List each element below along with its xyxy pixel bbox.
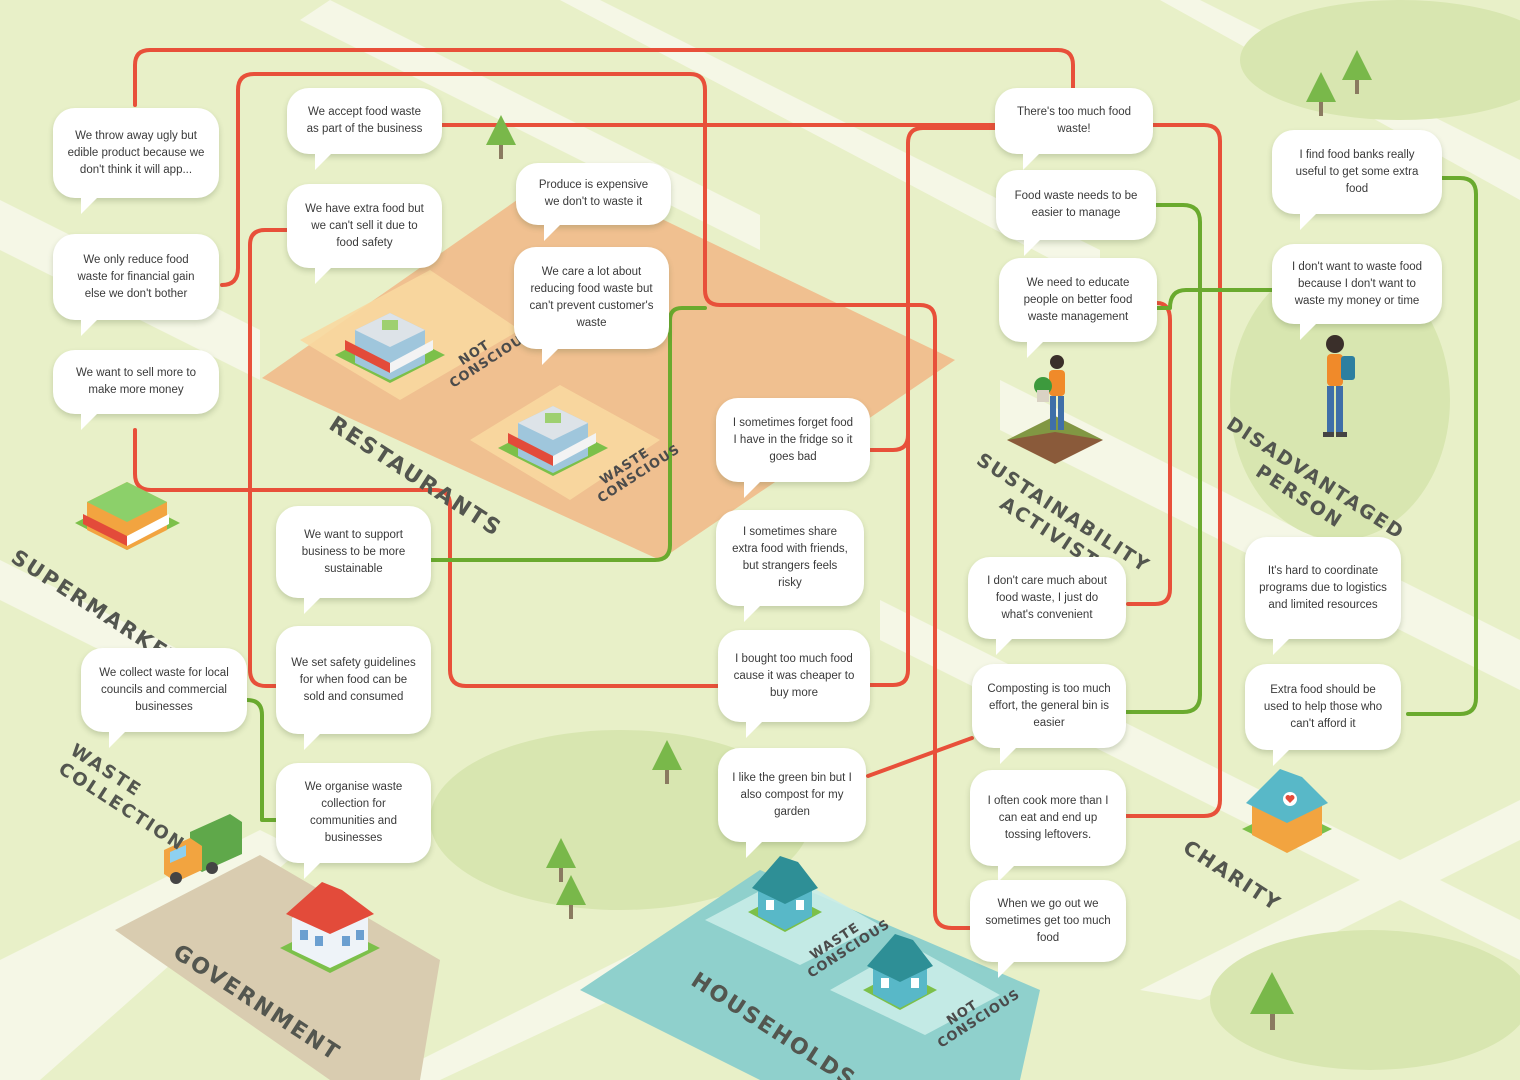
bubble-ugly-product: We throw away ugly but edible product be… <box>53 108 219 214</box>
bubble-sell-more: We want to sell more to make more money <box>53 350 219 430</box>
bubble-hard-coordinate: It's hard to coordinate programs due to … <box>1245 537 1401 655</box>
bubble-composting-effort: Composting is too much effort, the gener… <box>972 664 1126 764</box>
link-red <box>866 736 974 778</box>
bubble-financial-gain: We only reduce food waste for financial … <box>53 234 219 336</box>
charity-house-icon <box>1242 769 1332 853</box>
bubble-green-bin: I like the green bin but I also compost … <box>718 748 866 858</box>
link-green <box>245 698 278 822</box>
tree-icon <box>546 838 576 882</box>
bubble-educate-people: We need to educate people on better food… <box>999 258 1157 358</box>
bubble-go-out: When we go out we sometimes get too much… <box>970 880 1126 978</box>
link-green <box>428 306 707 562</box>
tree-icon <box>1342 50 1372 94</box>
link-red <box>868 126 997 452</box>
bubble-bought-cheaper: I bought too much food cause it was chea… <box>718 630 870 738</box>
bubble-produce-expensive: Produce is expensive we don't to waste i… <box>516 163 671 241</box>
link-red <box>248 228 292 688</box>
link-green <box>1124 203 1202 714</box>
link-green <box>1155 288 1274 310</box>
garbage-truck-icon <box>164 814 242 884</box>
bubble-dont-care: I don't care much about food waste, I ju… <box>968 557 1126 655</box>
link-red <box>1124 123 1222 818</box>
tree-icon <box>556 875 586 919</box>
bubble-organise-waste: We organise waste collection for communi… <box>276 763 431 879</box>
link-red <box>133 428 720 688</box>
government-house-icon <box>280 882 380 973</box>
bubble-food-banks: I find food banks really useful to get s… <box>1272 130 1442 230</box>
bubble-safety-guidelines: We set safety guidelines for when food c… <box>276 626 431 750</box>
activist-person-icon <box>1007 355 1103 464</box>
tree-icon <box>486 115 516 159</box>
link-red <box>220 72 974 930</box>
tree-icon <box>1250 972 1294 1030</box>
link-red <box>1126 301 1172 606</box>
bubble-cook-more: I often cook more than I can eat and end… <box>970 770 1126 882</box>
restaurant-building-icon <box>498 406 608 476</box>
bubble-extra-food-safety: We have extra food but we can't sell it … <box>287 184 442 284</box>
government-zone-platform <box>115 855 440 1080</box>
bubble-help-afford: Extra food should be used to help those … <box>1245 664 1401 766</box>
link-green <box>1406 176 1478 716</box>
bubble-too-much-waste: There's too much food waste! <box>995 88 1153 170</box>
restaurant-building-icon <box>335 313 445 383</box>
household-house-icon <box>863 934 937 1010</box>
link-red <box>133 48 1075 107</box>
tree-icon <box>1306 72 1336 116</box>
link-red <box>868 318 910 687</box>
bubble-share-friends: I sometimes share extra food with friend… <box>716 510 864 622</box>
bubble-accept-waste: We accept food waste as part of the busi… <box>287 88 442 170</box>
bubble-collect-waste: We collect waste for local councils and … <box>81 648 247 748</box>
household-house-icon <box>748 856 822 932</box>
bubble-easier-manage: Food waste needs to be easier to manage <box>996 170 1156 256</box>
supermarket-building-icon <box>75 482 180 550</box>
backpack-person-icon <box>1323 335 1355 437</box>
bubble-dont-waste-money: I don't want to waste food because I don… <box>1272 244 1442 340</box>
bubble-care-customer-waste: We care a lot about reducing food waste … <box>514 247 669 365</box>
tree-icon <box>652 740 682 784</box>
bubble-forget-fridge: I sometimes forget food I have in the fr… <box>716 398 870 498</box>
bubble-support-business: We want to support business to be more s… <box>276 506 431 614</box>
